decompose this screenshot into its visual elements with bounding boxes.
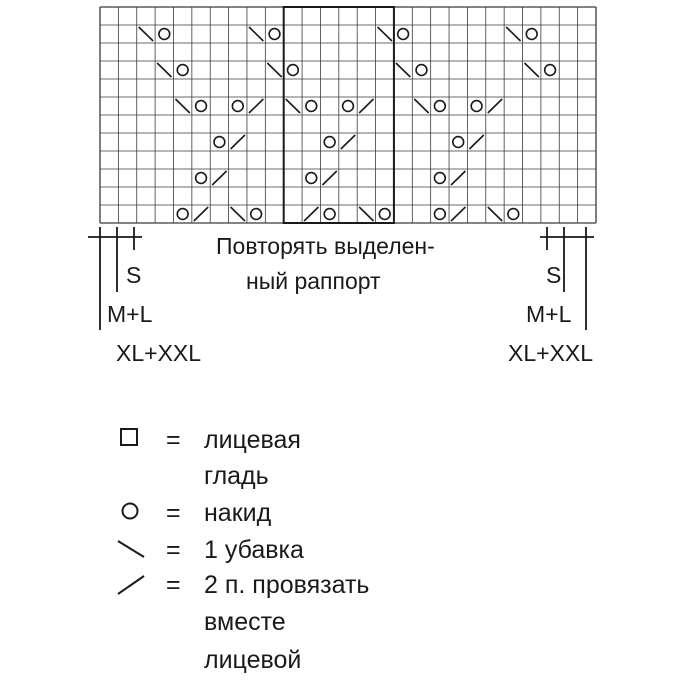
- yarn-over-symbol: [433, 171, 447, 185]
- yarn-over-symbol: [176, 207, 189, 221]
- chart-grid: [99, 6, 597, 224]
- legend-label-square-2: гладь: [204, 462, 269, 490]
- k2tog-symbol: [230, 134, 246, 150]
- decrease-symbol: [248, 26, 264, 42]
- decrease-symbol: [358, 206, 375, 222]
- decrease-symbol: [395, 62, 411, 78]
- yarn-over-symbol: [305, 99, 318, 113]
- yarn-over-symbol: [525, 27, 538, 41]
- yarn-over-symbol: [470, 99, 483, 113]
- k2tog-symbol: [450, 206, 466, 222]
- yarn-over-symbol: [249, 207, 263, 221]
- yarn-over-symbol: [158, 27, 171, 41]
- k2tog-symbol: [340, 134, 356, 150]
- slash-icon: [117, 575, 145, 595]
- k2tog-symbol: [303, 206, 320, 222]
- decrease-symbol: [523, 62, 540, 78]
- size-label-ml-left: M+L: [107, 301, 153, 327]
- k2tog-symbol: [450, 170, 466, 186]
- legend-label-slash-2: вместе: [204, 608, 286, 636]
- decrease-symbol: [376, 26, 393, 42]
- size-label-xlxxl-left: XL+XXL: [116, 340, 202, 366]
- decrease-symbol: [266, 62, 283, 78]
- decrease-symbol: [138, 26, 154, 42]
- yarn-over-symbol: [194, 99, 208, 113]
- yarn-over-symbol: [452, 135, 465, 149]
- repeat-highlight-box: [282, 6, 395, 224]
- yarn-over-symbol: [396, 27, 410, 41]
- legend-eq-2: =: [166, 499, 181, 527]
- square-icon: [120, 428, 138, 446]
- yarn-over-symbol: [507, 207, 520, 221]
- size-label-s-right: S: [546, 262, 562, 288]
- size-label-ml-right: M+L: [526, 301, 572, 327]
- chart-symbols: [138, 26, 557, 222]
- yarn-over-symbol: [286, 63, 300, 77]
- circle-icon: [121, 502, 139, 520]
- k2tog-symbol: [468, 134, 485, 150]
- legend-label-backslash: 1 убавка: [204, 536, 304, 564]
- yarn-over-symbol: [231, 99, 244, 113]
- repeat-note-line1: Повторять выделен-: [216, 233, 435, 259]
- yarn-over-symbol: [194, 171, 208, 185]
- decrease-symbol: [174, 98, 191, 114]
- yarn-over-symbol: [305, 171, 318, 185]
- yarn-over-symbol: [543, 63, 557, 77]
- k2tog-symbol: [358, 98, 375, 114]
- legend-eq-4: =: [166, 571, 181, 599]
- yarn-over-symbol: [341, 99, 355, 113]
- repeat-note-line2: ный раппорт: [246, 268, 381, 294]
- yarn-over-symbol: [323, 207, 336, 221]
- legend-label-slash-3: лицевой: [204, 646, 302, 674]
- legend-label-slash-1: 2 п. провязать: [204, 571, 370, 599]
- yarn-over-symbol: [323, 135, 336, 149]
- decrease-symbol: [230, 206, 246, 222]
- legend-eq-3: =: [166, 536, 181, 564]
- k2tog-symbol: [211, 170, 228, 186]
- k2tog-symbol: [248, 98, 264, 114]
- k2tog-symbol: [321, 170, 338, 186]
- k2tog-symbol: [193, 206, 209, 222]
- legend-label-square-1: лицевая: [204, 426, 301, 454]
- decrease-symbol: [505, 26, 522, 42]
- decrease-symbol: [285, 98, 301, 114]
- decrease-symbol: [413, 98, 430, 114]
- decrease-symbol: [487, 206, 503, 222]
- k2tog-symbol: [487, 98, 503, 114]
- yarn-over-symbol: [268, 27, 281, 41]
- yarn-over-symbol: [433, 99, 447, 113]
- backslash-icon: [117, 540, 145, 558]
- knitting-chart: [88, 6, 597, 330]
- decrease-symbol: [156, 62, 173, 78]
- size-label-xlxxl-right: XL+XXL: [508, 340, 594, 366]
- size-markers: [88, 227, 594, 330]
- legend-label-circle: накид: [204, 499, 272, 527]
- yarn-over-symbol: [213, 135, 226, 149]
- size-label-s-left: S: [126, 262, 142, 288]
- yarn-over-symbol: [176, 63, 189, 77]
- yarn-over-symbol: [378, 207, 391, 221]
- legend-eq-1: =: [166, 426, 181, 454]
- yarn-over-symbol: [433, 207, 447, 221]
- yarn-over-symbol: [415, 63, 428, 77]
